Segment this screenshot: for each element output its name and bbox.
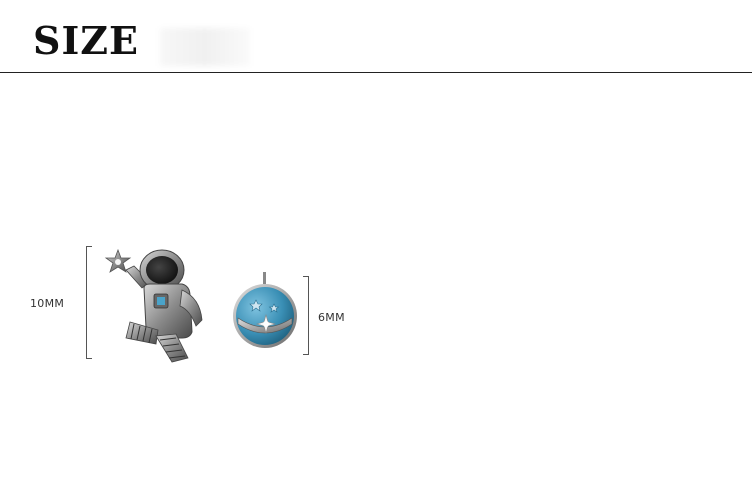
planet-earring-icon	[233, 272, 297, 348]
planet-diameter-label: 6MM	[318, 311, 345, 324]
page-title: SIZE	[33, 18, 139, 63]
astronaut-height-bracket	[86, 246, 92, 359]
header-divider	[0, 72, 752, 73]
astronaut-height-label: 10MM	[30, 297, 65, 310]
watermark-smudge	[160, 28, 250, 66]
astronaut-earring-icon	[104, 248, 203, 363]
planet-diameter-bracket	[303, 276, 309, 355]
